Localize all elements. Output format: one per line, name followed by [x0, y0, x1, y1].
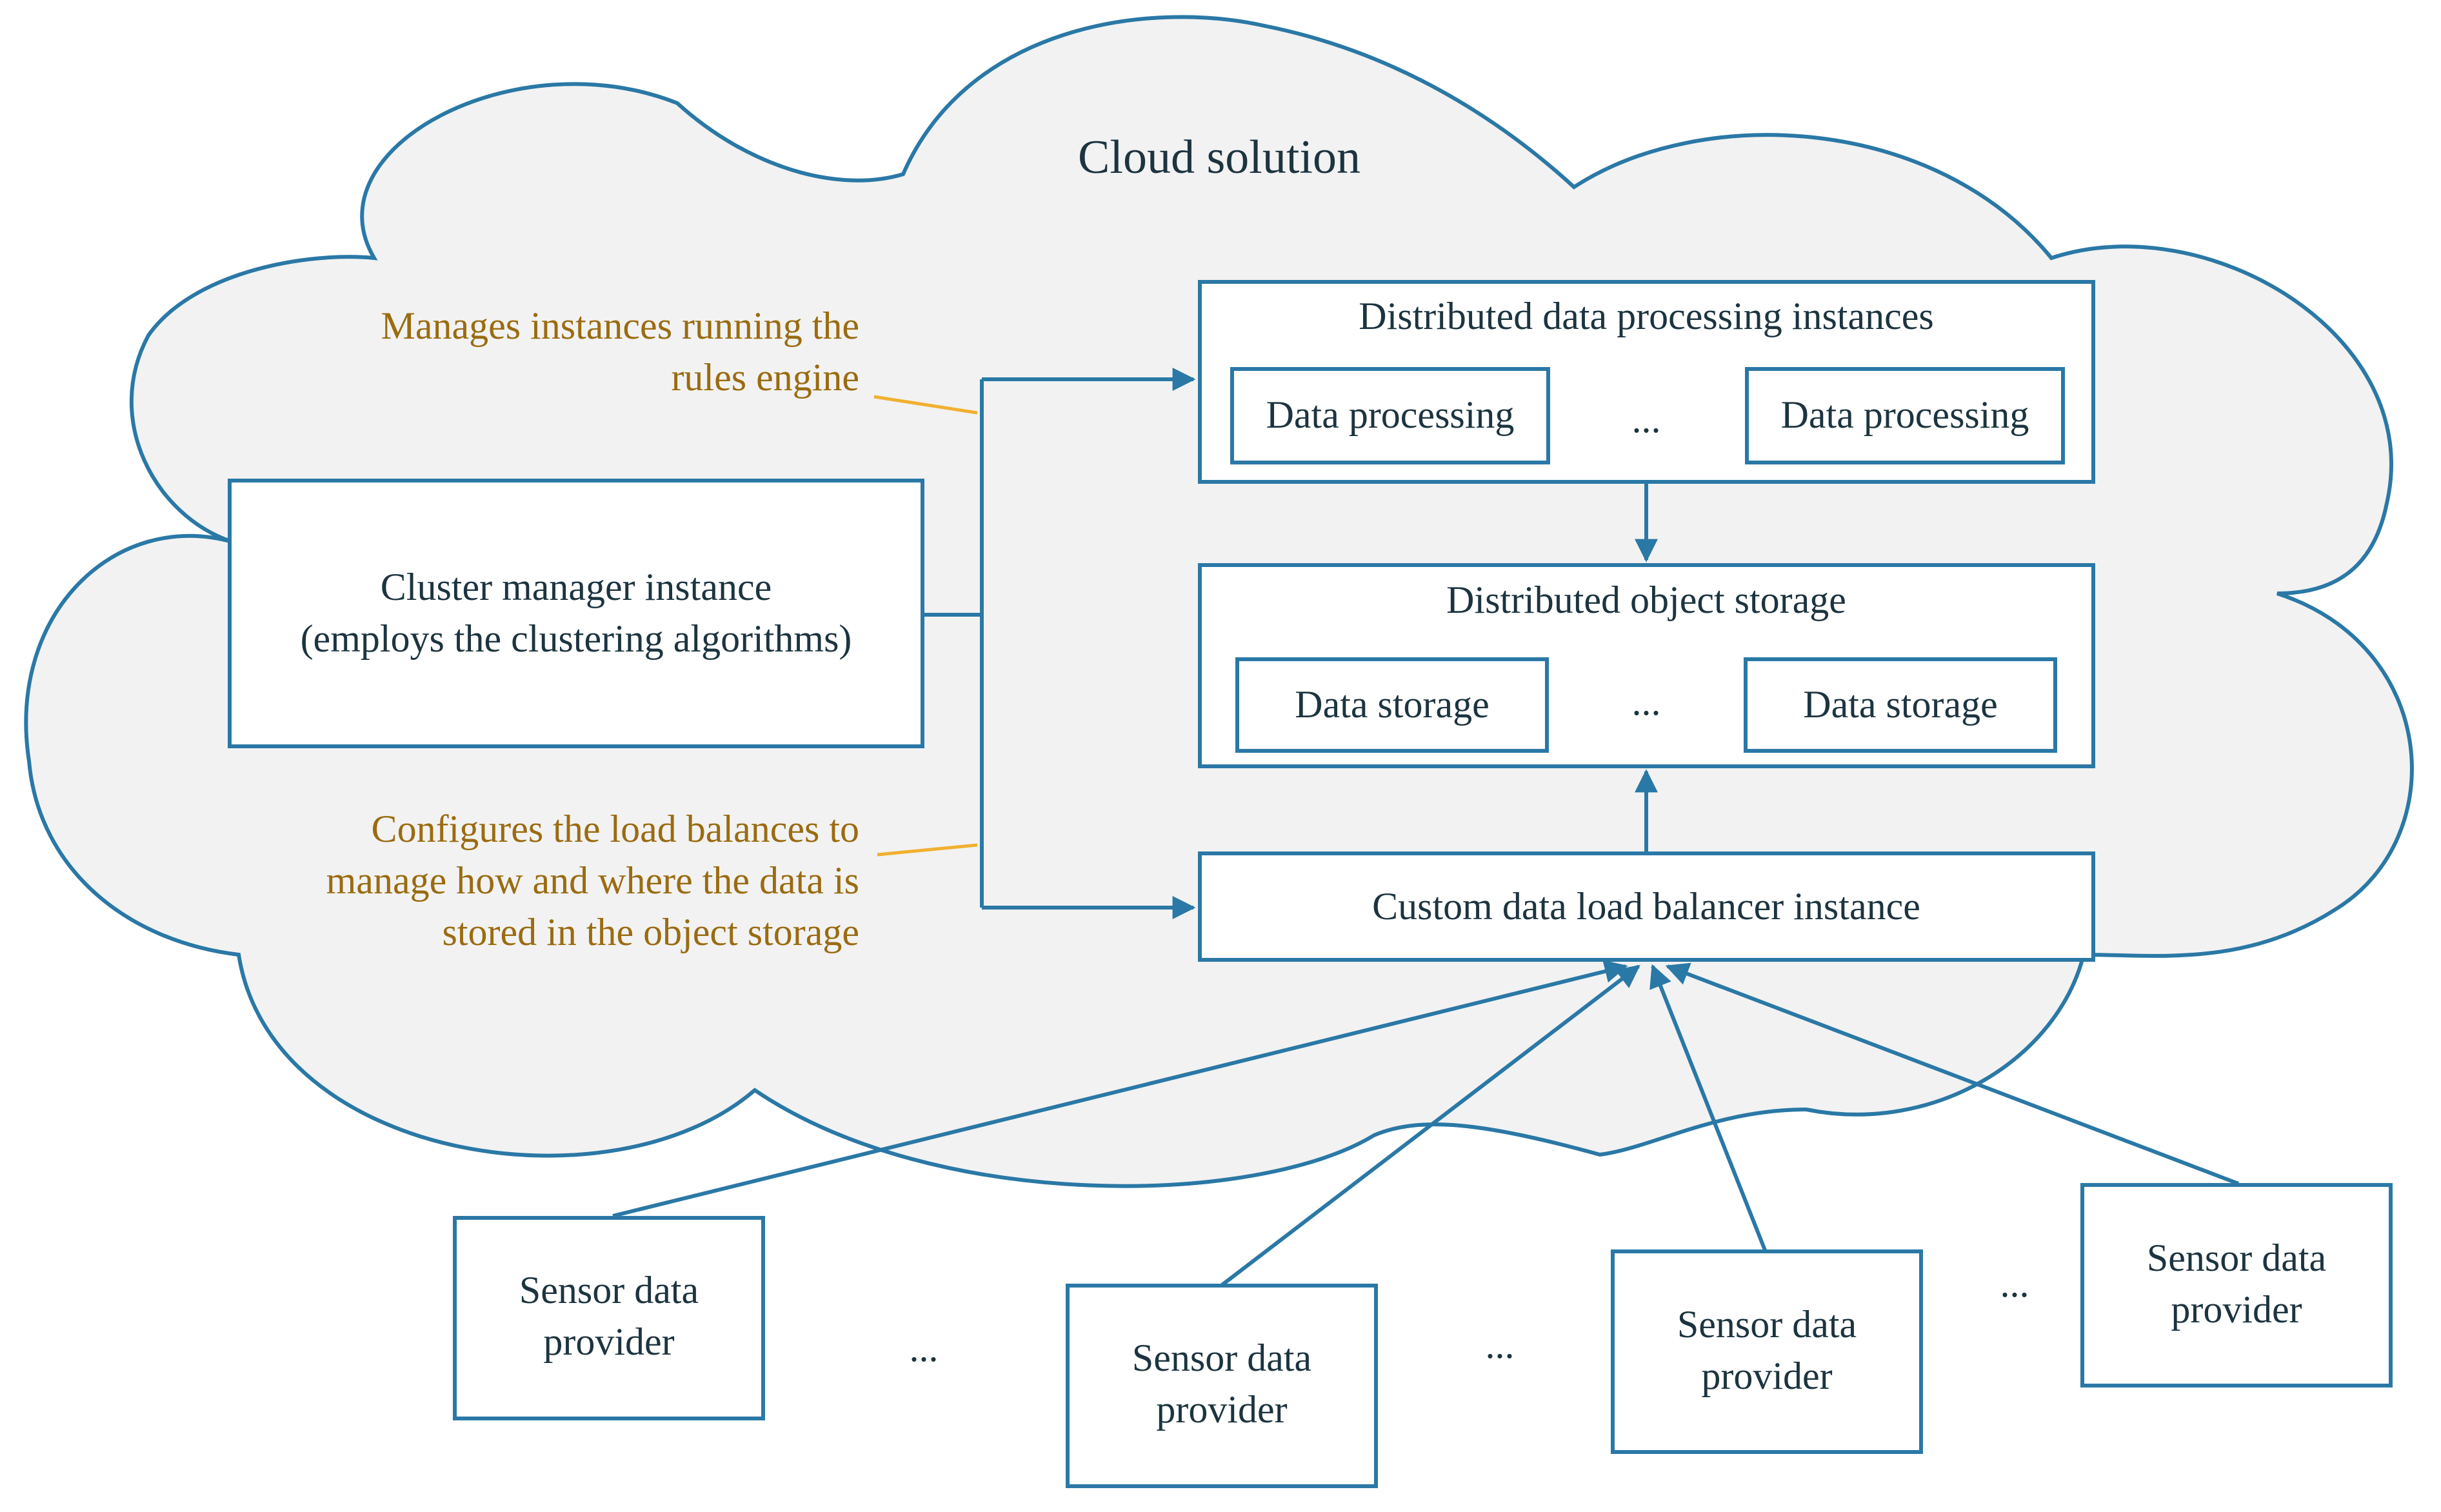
processing-item-1-label: Data processing [1266, 393, 1515, 436]
note-manages-line2: rules engine [671, 356, 859, 399]
note-configures-leader [877, 843, 978, 857]
processing-item-2-box[interactable] [1745, 367, 2065, 464]
cluster-manager-label-line2: (employs the clustering algorithms) [301, 617, 852, 660]
arrow-provider-3 [1649, 964, 1767, 1251]
provider-1-box[interactable] [453, 1216, 765, 1420]
provider-1-label-line2: provider [543, 1320, 674, 1363]
provider-3-box[interactable] [1611, 1249, 1923, 1454]
processing-item-2-label: Data processing [1781, 393, 2029, 436]
storage-group-title: Distributed object storage [1446, 579, 1846, 621]
storage-item-2-box[interactable] [1744, 657, 2057, 753]
provider-3-label-line1: Sensor data [1677, 1303, 1857, 1346]
cluster-manager-box[interactable] [228, 479, 924, 748]
provider-dots-1: ... [910, 1327, 939, 1369]
processing-item-1-box[interactable] [1230, 367, 1550, 464]
storage-dots: ... [1632, 681, 1661, 723]
cluster-manager-label-line1: Cluster manager instance [381, 566, 772, 608]
load-balancer-box[interactable] [1198, 851, 2095, 962]
provider-4-label-line2: provider [2171, 1288, 2302, 1331]
processing-dots: ... [1632, 398, 1661, 441]
provider-2-label-line2: provider [1156, 1388, 1287, 1431]
arrow-provider-2 [1220, 964, 1640, 1288]
storage-item-1-label: Data storage [1295, 683, 1490, 726]
note-manages-leader [873, 395, 978, 415]
provider-4-label-line1: Sensor data [2147, 1237, 2326, 1279]
provider-dots-3: ... [2000, 1262, 2029, 1305]
storage-item-1-box[interactable] [1235, 657, 1549, 753]
provider-2-label-line1: Sensor data [1132, 1337, 1311, 1379]
storage-item-2-label: Data storage [1803, 683, 1998, 726]
arrow-provider-4 [1665, 962, 2240, 1186]
note-configures-line2: manage how and where the data is [326, 859, 859, 902]
provider-4-box[interactable] [2080, 1183, 2393, 1388]
note-configures-line3: stored in the object storage [443, 911, 859, 953]
provider-3-label-line2: provider [1701, 1355, 1832, 1397]
processing-group-title: Distributed data processing instances [1359, 295, 1933, 337]
provider-dots-2: ... [1486, 1324, 1515, 1366]
load-balancer-label: Custom data load balancer instance [1372, 885, 1920, 928]
note-manages-line1: Manages instances running the [381, 304, 859, 347]
cloud-title: Cloud solution [1078, 131, 1360, 184]
note-configures-line1: Configures the load balances to [372, 808, 859, 850]
arrow-provider-1 [612, 960, 1628, 1218]
provider-1-label-line1: Sensor data [519, 1269, 699, 1311]
provider-2-box[interactable] [1066, 1284, 1378, 1488]
